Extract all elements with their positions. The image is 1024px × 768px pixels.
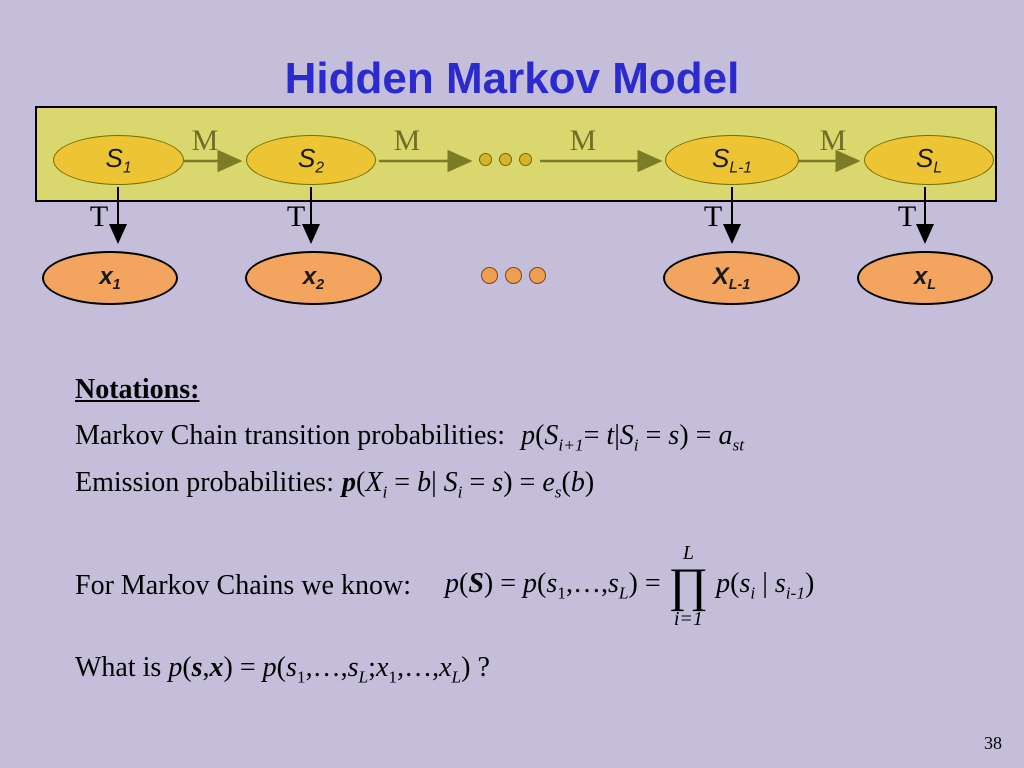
observation-label: xL [914,263,936,293]
emission-label-t: T [897,200,917,233]
observations-ellipsis [481,267,546,284]
ellipsis-dot [499,153,512,166]
hidden-state-node-sl-1: SL-1 [665,135,799,185]
node-main: x [913,262,928,290]
node-main: x [99,262,113,290]
observation-label: x1 [99,263,120,293]
slide-title: Hidden Markov Model [284,54,740,103]
hidden-states-ellipsis [479,153,532,166]
product-upper-limit: L [682,542,694,565]
product-symbol: L ∏ i=1 [669,543,709,629]
hidden-state-label: SL [916,143,942,177]
product-lower-limit: i=1 [673,607,703,630]
node-main: S [297,142,316,173]
page-number: 38 [984,733,1002,753]
emission-label-t: T [89,200,109,233]
hidden-state-node-s2: S2 [246,135,376,185]
markov-chains-line: For Markov Chains we know: p(S) = p(s1,…… [75,534,814,638]
node-sub: L [933,159,943,177]
hidden-state-label: SL-1 [712,143,752,177]
node-sub: L-1 [729,159,752,177]
hidden-state-label: S2 [298,143,324,177]
observation-label: x2 [303,263,324,293]
emission-label-t: T [286,200,306,233]
node-sub: 1 [122,159,132,177]
ellipsis-dot [481,267,498,284]
node-main: S [712,142,730,173]
transition-formula: p(Si+1= t|Si = s) = ast [521,420,745,455]
observation-node-xl: xL [857,251,993,305]
observation-label: XL-1 [713,263,751,293]
emission-label-t: T [703,200,723,233]
product-operator: ∏ [668,559,709,613]
transition-label-m: M [393,124,421,157]
transition-label-m: M [819,124,847,157]
hidden-state-label: S1 [105,143,131,177]
notations-heading: Notations: [75,374,200,405]
node-sub: 2 [315,159,325,177]
markov-formula-right: p(si | si-1) [716,568,815,603]
node-sub: L-1 [728,277,751,294]
node-sub: 2 [316,277,325,294]
ellipsis-dot [505,267,522,284]
observation-node-xl-1: XL-1 [663,251,800,305]
emission-formula: p(Xi = b| Si = s) = es(b) [342,467,595,502]
transition-label-m: M [569,124,597,157]
node-main: S [915,142,934,173]
markov-line-label: For Markov Chains we know: [75,570,411,601]
node-main: X [712,262,729,290]
node-sub: L [927,277,937,294]
hidden-state-node-sl: SL [864,135,994,185]
question-line: What is p(s,x) = p(s1,…,sL;x1,…,xL) ? [75,652,490,687]
markov-formula-left: p(S) = p(s1,…,sL) = [444,568,661,603]
transition-label-m: M [191,124,219,157]
emission-probabilities-line: Emission probabilities: p(Xi = b| Si = s)… [75,467,594,503]
hidden-state-node-s1: S1 [53,135,184,185]
node-main: S [105,142,123,173]
transition-probabilities-line: Markov Chain transition probabilities: p(… [75,420,744,456]
emission-line-label: Emission probabilities: [75,467,334,498]
node-main: x [302,262,317,290]
ellipsis-dot [519,153,532,166]
observation-node-x2: x2 [245,251,382,305]
observation-node-x1: x1 [42,251,178,305]
ellipsis-dot [479,153,492,166]
transition-line-label: Markov Chain transition probabilities: [75,420,506,451]
node-sub: 1 [112,277,121,294]
ellipsis-dot [529,267,546,284]
